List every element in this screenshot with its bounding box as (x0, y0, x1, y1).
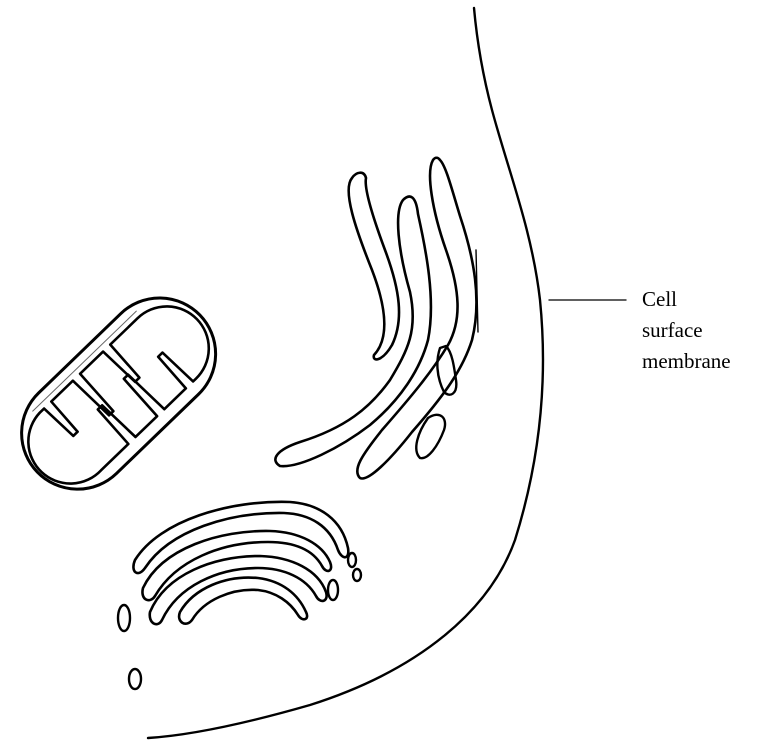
mitochondrion (0, 275, 239, 513)
golgi-vesicle-4 (348, 553, 356, 567)
er-cisterna-1 (349, 173, 399, 360)
er-cisterna-2 (275, 197, 431, 467)
golgi-vesicle-3 (328, 580, 338, 600)
golgi-vesicle-5 (353, 569, 361, 581)
cell-surface-membrane (148, 8, 543, 738)
golgi-cisterna-1 (133, 502, 348, 573)
mitochondrion-cristae (11, 289, 226, 501)
golgi-vesicle-2 (129, 669, 141, 689)
golgi-cisterna-4 (179, 578, 307, 624)
golgi-vesicle-1 (118, 605, 130, 631)
golgi-apparatus (118, 502, 361, 689)
cell-surface-membrane-label: Cell surface membrane (642, 287, 731, 373)
label-line-1: Cell (642, 287, 677, 311)
label-line-3: membrane (642, 349, 731, 373)
rough-endoplasmic-reticulum (275, 158, 478, 479)
label-line-2: surface (642, 318, 703, 342)
